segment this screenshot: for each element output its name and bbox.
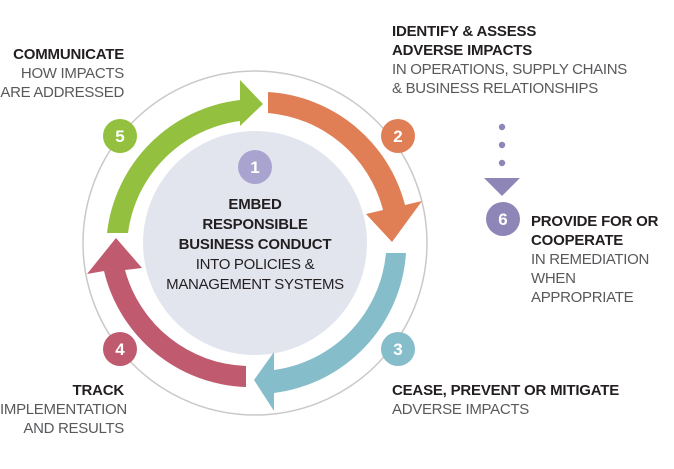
badge-3: 3 bbox=[381, 332, 415, 366]
step-6-label: PROVIDE FOR OR COOPERATE IN REMEDIATION … bbox=[531, 212, 673, 307]
step-5-head-1: COMMUNICATE bbox=[13, 46, 124, 63]
step-4-head-1: TRACK bbox=[72, 382, 125, 399]
step-3-sub-1: ADVERSE IMPACTS bbox=[392, 401, 529, 418]
step-5-sub-2: ARE ADDRESSED bbox=[0, 84, 124, 101]
arrow-communicate bbox=[107, 80, 263, 233]
center-line-3: BUSINESS CONDUCT bbox=[178, 236, 332, 253]
badge-5: 5 bbox=[103, 119, 137, 153]
svg-text:3: 3 bbox=[393, 340, 402, 359]
step-6-head-1: PROVIDE FOR OR bbox=[531, 213, 659, 230]
svg-text:2: 2 bbox=[393, 127, 402, 146]
badge-4: 4 bbox=[103, 332, 137, 366]
step-5-label: COMMUNICATE HOW IMPACTS ARE ADDRESSED bbox=[0, 45, 124, 102]
step-2-head-1: IDENTIFY & ASSESS bbox=[392, 23, 537, 40]
step-3-head-1: CEASE, PREVENT OR MITIGATE bbox=[392, 382, 620, 399]
step-3-label: CEASE, PREVENT OR MITIGATE ADVERSE IMPAC… bbox=[392, 381, 652, 419]
arrow-cease-prevent bbox=[254, 253, 406, 411]
step-4-label: TRACK IMPLEMENTATION AND RESULTS bbox=[0, 381, 127, 438]
step-4-sub-1: IMPLEMENTATION bbox=[0, 401, 127, 418]
badge-6: 6 bbox=[486, 202, 520, 236]
step-5-sub-1: HOW IMPACTS bbox=[20, 65, 124, 82]
step-2-sub-1: IN OPERATIONS, SUPPLY CHAINS bbox=[392, 61, 627, 78]
step-6-head-2: COOPERATE bbox=[531, 232, 624, 249]
step-6-sub-1: IN REMEDIATION bbox=[531, 251, 650, 268]
step-2-label: IDENTIFY & ASSESS ADVERSE IMPACTS IN OPE… bbox=[392, 22, 662, 98]
svg-text:1: 1 bbox=[250, 158, 259, 177]
svg-text:5: 5 bbox=[115, 127, 124, 146]
center-line-1: EMBED bbox=[228, 196, 282, 213]
center-disc bbox=[143, 131, 367, 355]
svg-text:6: 6 bbox=[498, 210, 507, 229]
dotted-connector bbox=[484, 123, 520, 196]
center-label: EMBED RESPONSIBLE BUSINESS CONDUCT INTO … bbox=[160, 195, 350, 295]
step-2-head-2: ADVERSE IMPACTS bbox=[392, 42, 533, 59]
arrow-identify-assess bbox=[268, 92, 422, 242]
arrow-track bbox=[87, 238, 246, 387]
center-line-5: MANAGEMENT SYSTEMS bbox=[166, 276, 344, 293]
center-line-2: RESPONSIBLE bbox=[202, 216, 308, 233]
outer-ring bbox=[82, 70, 428, 416]
badge-2: 2 bbox=[381, 119, 415, 153]
step-2-sub-2: & BUSINESS RELATIONSHIPS bbox=[392, 80, 598, 97]
step-4-sub-2: AND RESULTS bbox=[23, 420, 124, 437]
svg-text:4: 4 bbox=[115, 340, 125, 359]
connector-arrowhead bbox=[484, 178, 520, 196]
badge-1: 1 bbox=[238, 150, 272, 184]
step-6-sub-2: WHEN APPROPRIATE bbox=[531, 270, 634, 306]
center-line-4: INTO POLICIES & bbox=[195, 256, 315, 273]
